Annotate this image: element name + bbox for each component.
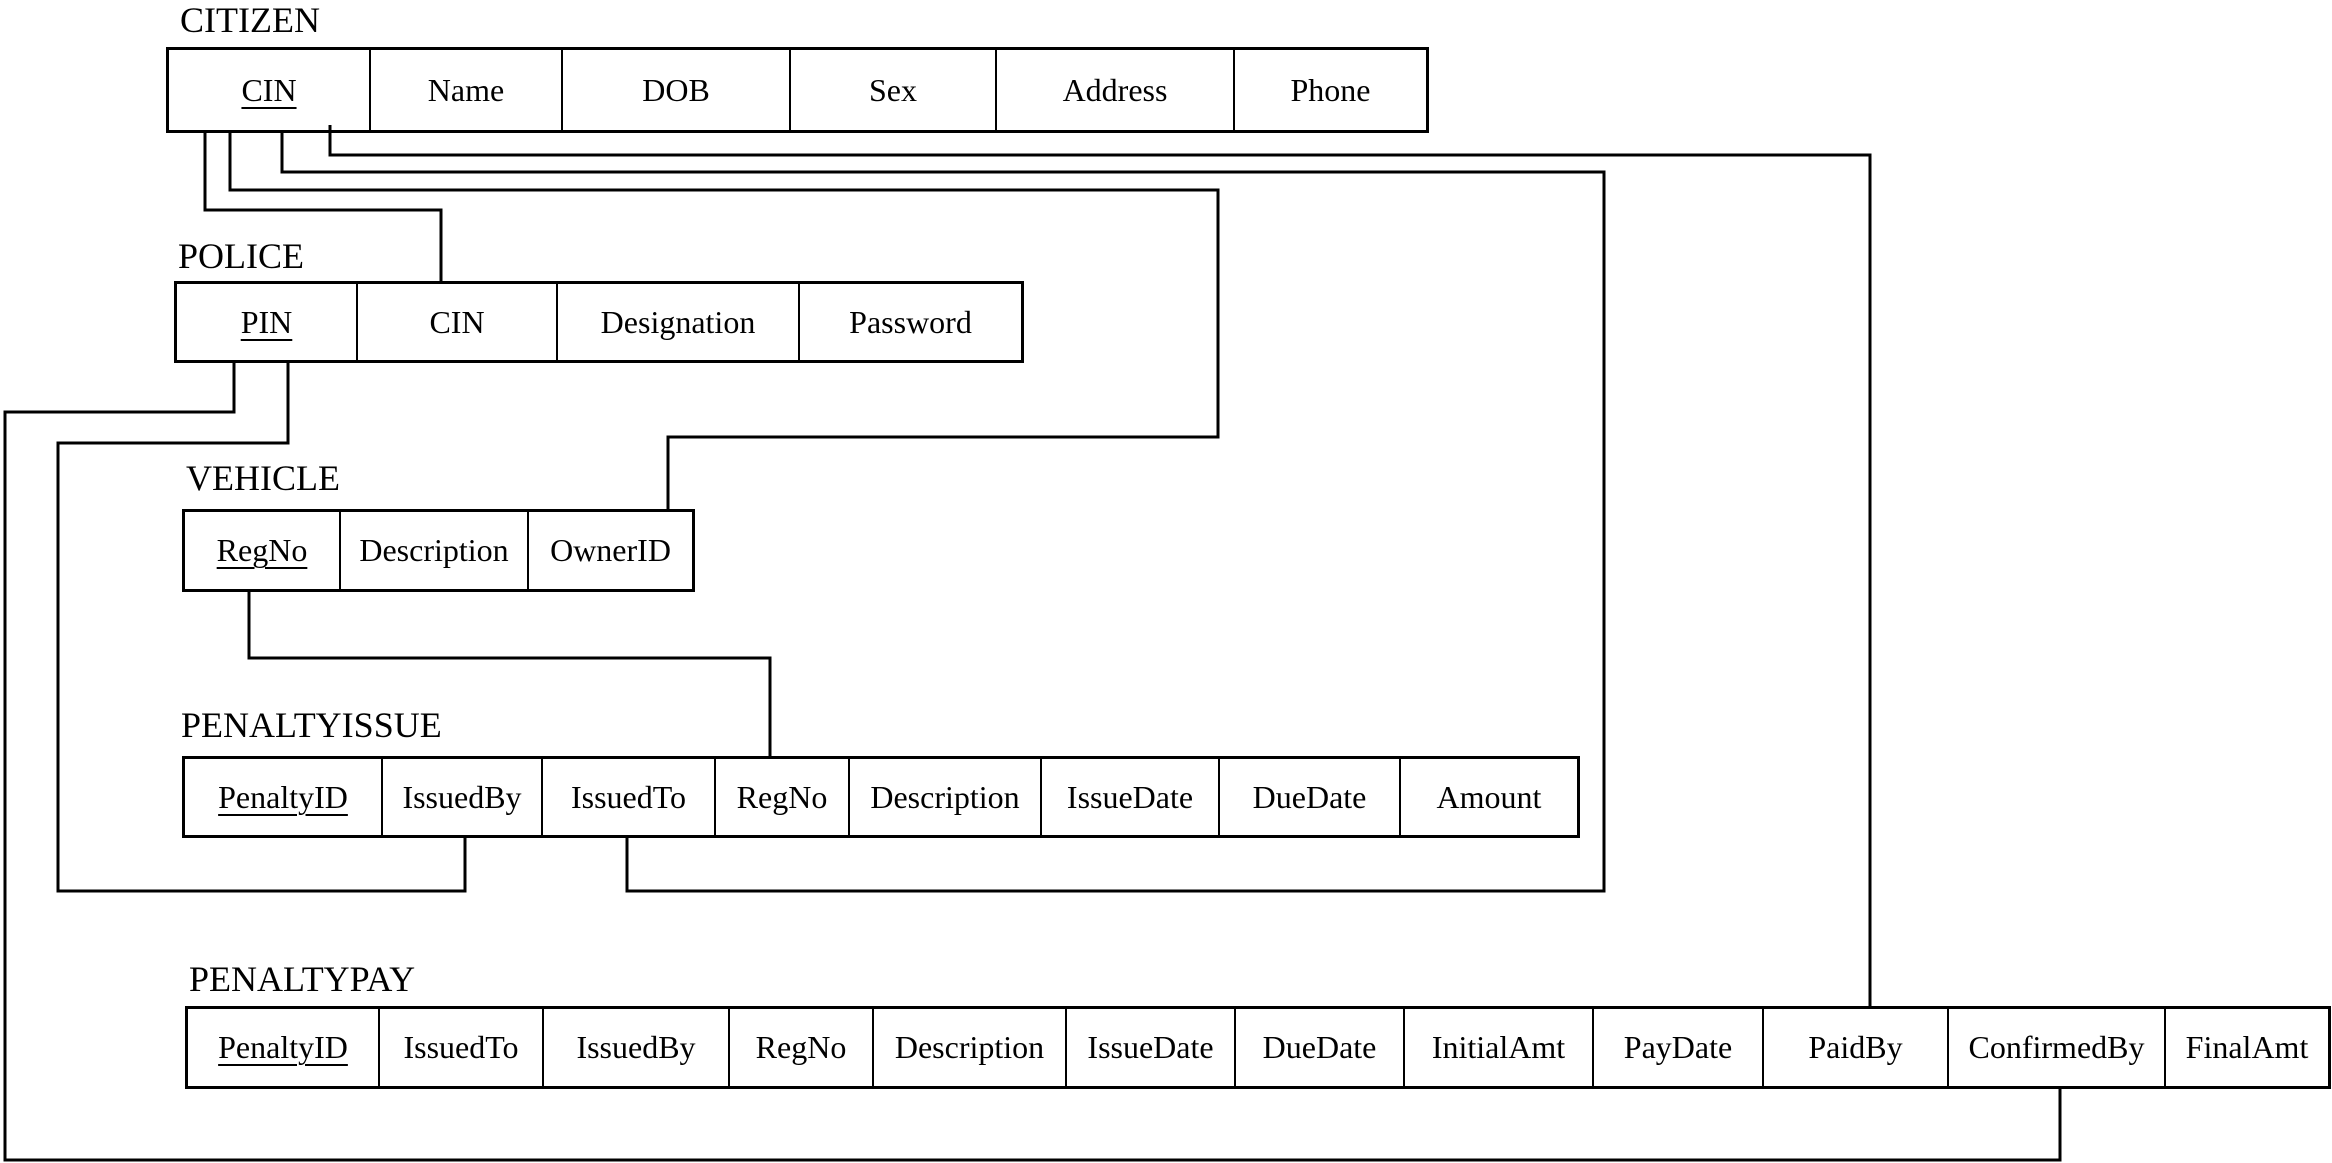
citizen-col-cin: CIN: [241, 71, 297, 108]
penaltypay-col-issuedate: IssueDate: [1065, 1009, 1234, 1086]
police-col-cin: CIN: [356, 284, 556, 360]
penaltypay-col-paydate: PayDate: [1592, 1009, 1762, 1086]
vehicle-table: RegNo Description OwnerID: [182, 509, 695, 592]
link-citizen-cin-to-police-cin: [203, 133, 443, 281]
penaltypay-col-finalamt: FinalAmt: [2164, 1009, 2328, 1086]
citizen-col-dob: DOB: [561, 50, 789, 130]
penaltypay-table-title: PENALTYPAY: [189, 959, 416, 999]
penaltypay-table: PenaltyID IssuedTo IssuedBy RegNo Descri…: [185, 1006, 2331, 1089]
penaltypay-col-issuedto: IssuedTo: [378, 1009, 542, 1086]
vehicle-col-ownerid: OwnerID: [527, 512, 692, 589]
citizen-col-name: Name: [369, 50, 561, 130]
penaltyissue-col-description: Description: [848, 759, 1040, 835]
penaltyissue-col-duedate: DueDate: [1218, 759, 1399, 835]
citizen-col-phone: Phone: [1233, 50, 1426, 130]
penaltypay-col-issuedby: IssuedBy: [542, 1009, 728, 1086]
penaltyissue-col-issuedate: IssueDate: [1040, 759, 1218, 835]
police-table-title: POLICE: [178, 236, 304, 276]
penaltypay-col-confirmedby: ConfirmedBy: [1947, 1009, 2164, 1086]
penaltypay-col-initialamt: InitialAmt: [1403, 1009, 1592, 1086]
link-vehicle-regno-to-penaltyissue-regno: [247, 592, 772, 756]
penaltypay-col-duedate: DueDate: [1234, 1009, 1403, 1086]
citizen-col-address: Address: [995, 50, 1233, 130]
link-police-pin-to-penaltyissue-issuedby: [56, 363, 467, 893]
citizen-table: CIN Name DOB Sex Address Phone: [166, 47, 1429, 133]
link-citizen-cin-to-vehicle-ownerid: [228, 133, 1220, 509]
penaltyissue-table: PenaltyID IssuedBy IssuedTo RegNo Descri…: [182, 756, 1580, 838]
penaltyissue-col-regno: RegNo: [714, 759, 848, 835]
penaltyissue-table-title: PENALTYISSUE: [181, 705, 442, 745]
penaltyissue-col-penaltyid: PenaltyID: [218, 778, 348, 815]
link-citizen-cin-to-penaltypay-paidby: [328, 125, 1872, 1006]
penaltypay-col-penaltyid: PenaltyID: [218, 1029, 348, 1065]
penaltyissue-col-issuedby: IssuedBy: [381, 759, 541, 835]
citizen-table-title: CITIZEN: [180, 0, 320, 40]
police-col-designation: Designation: [556, 284, 798, 360]
penaltypay-col-paidby: PaidBy: [1762, 1009, 1947, 1086]
penaltyissue-col-amount: Amount: [1399, 759, 1577, 835]
vehicle-table-title: VEHICLE: [186, 458, 340, 498]
penaltyissue-col-issuedto: IssuedTo: [541, 759, 714, 835]
link-citizen-cin-to-penaltyissue-issuedto: [280, 133, 1606, 893]
link-police-pin-to-penaltypay-confirmedby: [3, 363, 2062, 1162]
police-table: PIN CIN Designation Password: [174, 281, 1024, 363]
vehicle-col-description: Description: [339, 512, 527, 589]
penaltypay-col-description: Description: [872, 1009, 1065, 1086]
vehicle-col-regno: RegNo: [216, 532, 308, 568]
police-col-password: Password: [798, 284, 1021, 360]
citizen-col-sex: Sex: [789, 50, 995, 130]
police-col-pin: PIN: [240, 303, 293, 340]
penaltypay-col-regno: RegNo: [728, 1009, 872, 1086]
